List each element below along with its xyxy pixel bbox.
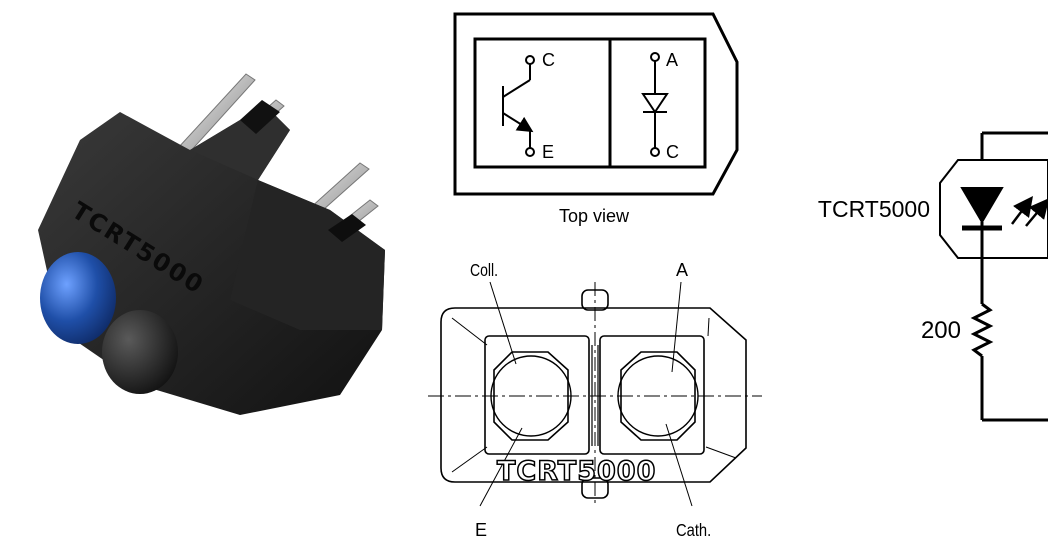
package-drawing (428, 281, 762, 507)
schematic-resistor-label: 200 (921, 317, 961, 344)
ir-diode-symbol (641, 52, 669, 157)
ir-emitter-lens (40, 252, 116, 344)
top-view-pinout: C E A C Top view (453, 12, 739, 226)
package-marking: TCRT5000 (497, 456, 656, 487)
package-outline (440, 307, 747, 483)
sensor-photo: TCRT5000 (38, 73, 385, 415)
diode-cathode-label: C (666, 142, 679, 162)
phototransistor-lens (102, 310, 178, 394)
left-lens-pocket (484, 335, 590, 455)
schematic (939, 131, 1048, 422)
phototransistor-symbol (502, 55, 535, 157)
schematic-resistor (970, 302, 994, 358)
top-view-caption: Top view (559, 206, 630, 226)
schematic-part-label: TCRT5000 (818, 196, 930, 222)
transistor-collector-label: C (542, 50, 555, 70)
package-anode-label: A (676, 260, 688, 280)
right-lens-pocket (599, 335, 705, 455)
transistor-emitter-label: E (542, 142, 554, 162)
schematic-led-symbol (960, 187, 1004, 224)
package-coll-label: Coll. (470, 260, 498, 280)
schematic-part-outline (939, 159, 1048, 259)
diode-anode-label: A (666, 50, 678, 70)
top-view-inner-box (473, 37, 707, 169)
top-view-outline (453, 12, 739, 196)
package-emitter-label: E (475, 520, 487, 540)
package-cathode-label: Cath. (676, 521, 711, 541)
